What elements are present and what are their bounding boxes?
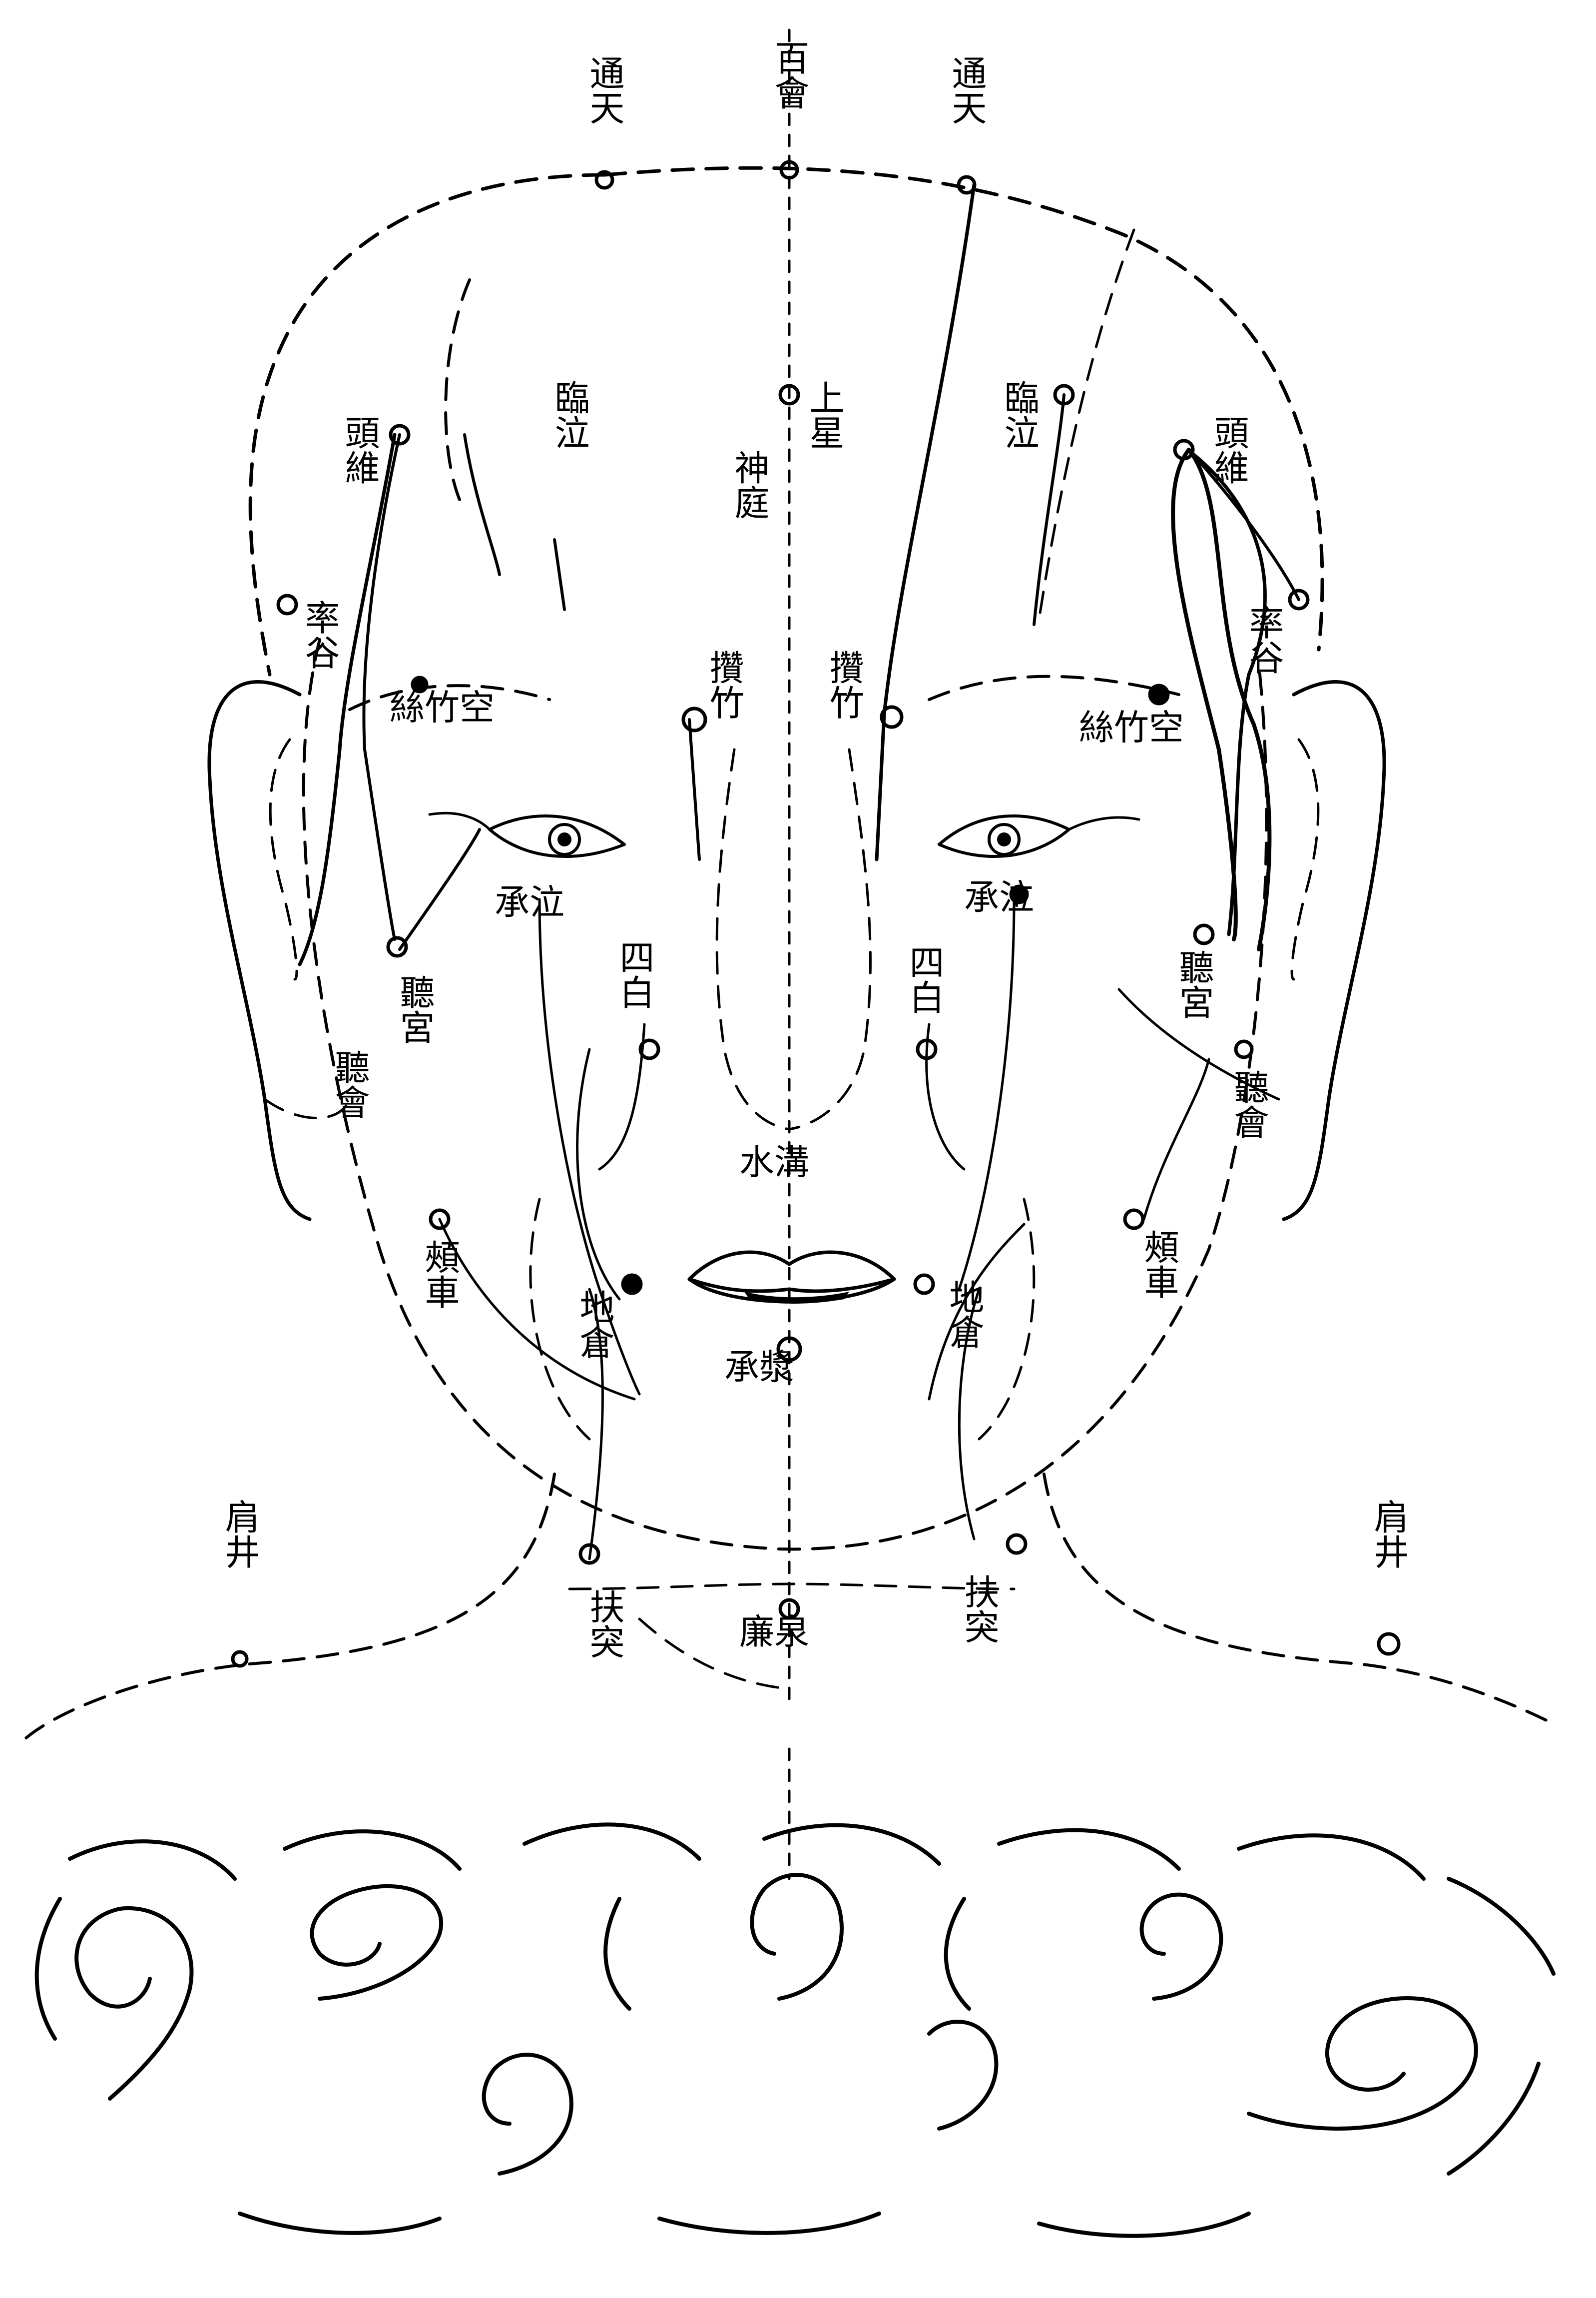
label-sizhukong-left: 絲竹空 — [390, 687, 495, 728]
point-dicang-left — [623, 1275, 641, 1293]
label-jiache-left: 頰車 — [419, 1239, 460, 1309]
label-sizhukong-right: 絲竹空 — [1079, 707, 1184, 748]
label-jianjing-right: 肩井 — [1368, 1499, 1409, 1569]
label-futu-right: 扶突 — [959, 1574, 1000, 1644]
point-jianjing-left — [233, 1652, 247, 1666]
label-tinggong-right: 聽宮 — [1173, 949, 1214, 1019]
label-toulin-right: 頭維 — [1208, 415, 1249, 485]
label-shenting: 神庭 — [729, 450, 770, 520]
mouth — [689, 1252, 894, 1304]
label-tinghui-left: 聽會 — [329, 1049, 370, 1119]
label-linqi-left: 臨泣 — [549, 380, 590, 450]
label-baihui: 百會 — [769, 40, 810, 110]
label-toulin-left: 頭維 — [339, 415, 380, 485]
label-futu-left: 扶突 — [584, 1589, 625, 1659]
label-jiache-right: 頰車 — [1138, 1229, 1179, 1299]
label-tongtian-left: 通天 — [584, 55, 625, 125]
label-dicang-left: 地倉 — [574, 1289, 615, 1359]
point-sizhukong-right — [1150, 686, 1168, 704]
label-chengjiang: 承漿 — [724, 1347, 794, 1388]
nose — [717, 750, 870, 1129]
label-tinghui-right: 聽會 — [1228, 1069, 1269, 1139]
point-shuaigu-left — [278, 596, 296, 614]
point-jiache-right — [1125, 1210, 1143, 1228]
label-shangxing: 上星 — [804, 380, 845, 450]
left-ear — [209, 682, 350, 1219]
point-jianjing-right — [1379, 1634, 1399, 1654]
label-lianquan: 廉泉 — [739, 1611, 809, 1652]
label-linqi-right: 臨泣 — [999, 380, 1040, 450]
label-zanzhu-right: 攢竹 — [824, 650, 865, 720]
point-tongtian-right — [959, 177, 975, 193]
label-shuaigu-right: 率谷 — [1243, 605, 1284, 675]
label-dicang-right: 地倉 — [944, 1279, 985, 1349]
point-tinggong-right — [1195, 925, 1213, 943]
point-futu-right — [1008, 1535, 1026, 1553]
label-shuaigu-left: 率谷 — [299, 600, 340, 670]
right-eye — [939, 816, 1139, 856]
point-zanzhu-left — [683, 709, 705, 731]
point-tinghui-right — [1236, 1041, 1252, 1057]
label-sibai-left: 四白 — [614, 939, 655, 1009]
label-shuigou: 水溝 — [739, 1142, 809, 1183]
label-jianjing-left: 肩井 — [219, 1499, 260, 1569]
label-zanzhu-left: 攢竹 — [704, 650, 745, 720]
right-ear — [1284, 682, 1384, 1219]
label-tinggong-left: 聽宮 — [394, 974, 435, 1044]
label-tongtian-right: 通天 — [946, 55, 987, 125]
label-chengqi-right: 承泣 — [964, 877, 1034, 918]
label-chengqi-left: 承泣 — [495, 882, 564, 923]
point-dicang-right — [915, 1275, 933, 1293]
cloud-decoration — [37, 1824, 1554, 2236]
left-eye — [430, 813, 624, 856]
label-sibai-right: 四白 — [904, 944, 945, 1014]
head-outline — [250, 168, 1322, 1549]
point-tinggong-left — [388, 938, 406, 956]
